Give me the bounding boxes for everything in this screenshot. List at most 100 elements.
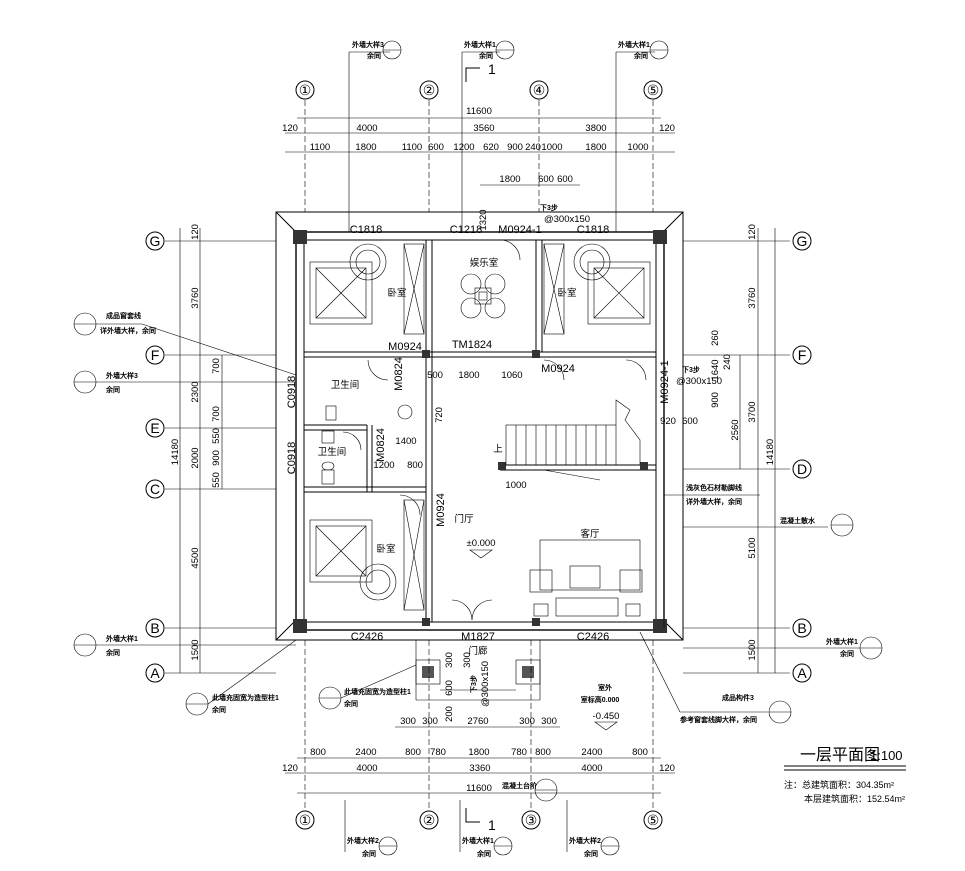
room-label: 卧室 xyxy=(387,287,406,299)
dim-text: 2760 xyxy=(467,716,488,727)
dim-text: 800 xyxy=(405,747,421,758)
door-code: M0824 xyxy=(375,428,387,462)
dim-text: 14180 xyxy=(170,439,181,465)
inner-dimensions: 500 1800 1060 720 1400 1200 800 1000 132… xyxy=(373,209,526,722)
dim-text: 800 xyxy=(407,460,423,471)
level-label: -0.450 xyxy=(593,711,620,722)
axis-label: B xyxy=(797,620,806,636)
dim-text: 240 xyxy=(722,354,733,370)
axis-lines xyxy=(165,100,790,808)
window-code: C2426 xyxy=(577,631,609,643)
axis-bubbles-top: ① ② ④ ⑤ xyxy=(295,80,663,100)
dim-text: 4500 xyxy=(190,547,201,568)
dim-text: 120 xyxy=(747,224,758,240)
room-labels: 卧室 娱乐室 卧室 卫生间 卫生间 卧室 门厅 客厅 门廊 上 ±0.000 -… xyxy=(318,203,722,731)
annotation-text: 外墙大样2 xyxy=(347,836,379,845)
annotations-right: 浅灰色石材勒脚线 详外墙大样，余同 混凝土散水 外墙大样1 余同 成品构件3 参… xyxy=(639,483,883,724)
level-label: ±0.000 xyxy=(467,538,496,549)
dim-text: 11600 xyxy=(466,783,492,794)
axis-label: A xyxy=(797,665,807,681)
plan-title: 一层平面图 xyxy=(800,745,880,764)
annotation-text: 此墙充固宽为造型柱1 xyxy=(212,693,279,702)
dim-text: 3760 xyxy=(747,287,758,308)
opening-codes: C1818 C1218 M0924-1 C1818 M0924 TM1824 M… xyxy=(286,224,671,643)
dim-text: 1000 xyxy=(627,142,648,153)
annotation-text: 余同 xyxy=(478,51,493,60)
dim-text: 800 xyxy=(535,747,551,758)
dim-text: 2000 xyxy=(190,447,201,468)
annotation-text: 余同 xyxy=(105,648,120,657)
dim-text: 700 xyxy=(211,358,222,374)
dim-text: 5100 xyxy=(747,537,758,558)
dim-text: 1400 xyxy=(395,436,416,447)
door-code: M0824 xyxy=(393,357,405,391)
dim-text: 1500 xyxy=(747,639,758,660)
wardrobes xyxy=(403,243,565,611)
annotation-text: 外墙大样3 xyxy=(106,371,138,380)
dim-text: 1500 xyxy=(190,639,201,660)
axis-label: ① xyxy=(299,812,312,828)
dim-text: 120 xyxy=(190,224,201,240)
living-sofa xyxy=(529,539,643,617)
annotation-text: 余同 xyxy=(361,849,376,858)
outdoor-label: 室外 xyxy=(598,683,612,692)
dim-text: 600 xyxy=(557,174,573,185)
room-label: 客厅 xyxy=(580,528,600,540)
dim-text: 600 xyxy=(682,416,698,427)
game-table xyxy=(460,273,506,319)
dim-text: 720 xyxy=(434,407,445,423)
annotation-text: 外墙大样1 xyxy=(106,634,138,643)
dim-text: 500 xyxy=(427,370,443,381)
step-label: 下3步 xyxy=(469,675,478,693)
dim-text: 900 xyxy=(507,142,523,153)
dim-text: 300 xyxy=(519,716,535,727)
bath-fixtures xyxy=(321,404,413,485)
window-code: C1218 xyxy=(450,224,482,236)
step-label: @300x150 xyxy=(544,214,590,225)
annotations-bottom: 混凝土台阶 外墙大样2 余同 外墙大样1 余同 外墙大样2 余同 xyxy=(344,778,620,858)
annotation-text: 此墙充固宽为造型柱1 xyxy=(344,687,411,696)
annotation-text: 混凝土台阶 xyxy=(502,781,538,790)
annotation-text: 余同 xyxy=(105,385,120,394)
dim-text: 11600 xyxy=(466,106,492,117)
plan-scale: 1:100 xyxy=(870,748,903,763)
axis-label: A xyxy=(150,665,160,681)
dim-text: 600 xyxy=(444,680,455,696)
dim-text: 1000 xyxy=(505,480,526,491)
annotation-text: 详外墙大样，余同 xyxy=(100,326,156,335)
axis-bubbles-bottom: ① ② ③ ⑤ xyxy=(295,810,663,830)
dim-text: 920 xyxy=(660,416,676,427)
room-label: 娱乐室 xyxy=(470,257,499,269)
dim-text: 200 xyxy=(444,706,455,722)
axis-label: G xyxy=(150,233,161,249)
annotation-text: 参考窗套线脚大样，余同 xyxy=(680,715,757,724)
annotation-text: 余同 xyxy=(211,705,226,714)
outdoor-label: 室标高0.000 xyxy=(581,695,620,704)
porch xyxy=(415,640,541,701)
dim-text: 240 xyxy=(525,142,541,153)
axis-label: F xyxy=(798,347,807,363)
room-label: 门厅 xyxy=(454,513,474,525)
dim-text: 1100 xyxy=(402,142,422,153)
annotations-bottom-left: 此墙充固宽为造型柱1 余同 此墙充固宽为造型柱1 余同 xyxy=(185,639,417,716)
dim-text: 2300 xyxy=(190,381,201,402)
door-code: M0924-1 xyxy=(659,360,671,403)
dim-text: 120 xyxy=(282,123,298,134)
axis-label: G xyxy=(797,233,808,249)
annotation-text: 成品窗套线 xyxy=(106,311,141,320)
axis-label: ③ xyxy=(525,812,538,828)
dim-text: 700 xyxy=(211,406,222,422)
dim-text: 1800 xyxy=(585,142,606,153)
top-dimensions: 11600 120 4000 3560 3800 120 1100 1800 1… xyxy=(282,106,675,186)
axis-label: F xyxy=(151,347,160,363)
step-label: 下3步 xyxy=(682,365,700,374)
dim-text: 4000 xyxy=(356,763,377,774)
right-dimensions: 14180 120 3760 3700 5100 1500 260 1640 2… xyxy=(660,224,776,673)
dim-text: 1200 xyxy=(373,460,394,471)
dim-text: 1200 xyxy=(453,142,474,153)
axis-bubbles-right: G F D B A xyxy=(792,231,812,683)
window-code: C0918 xyxy=(286,376,298,408)
axis-label: ② xyxy=(423,82,436,98)
dim-text: 300 xyxy=(422,716,438,727)
